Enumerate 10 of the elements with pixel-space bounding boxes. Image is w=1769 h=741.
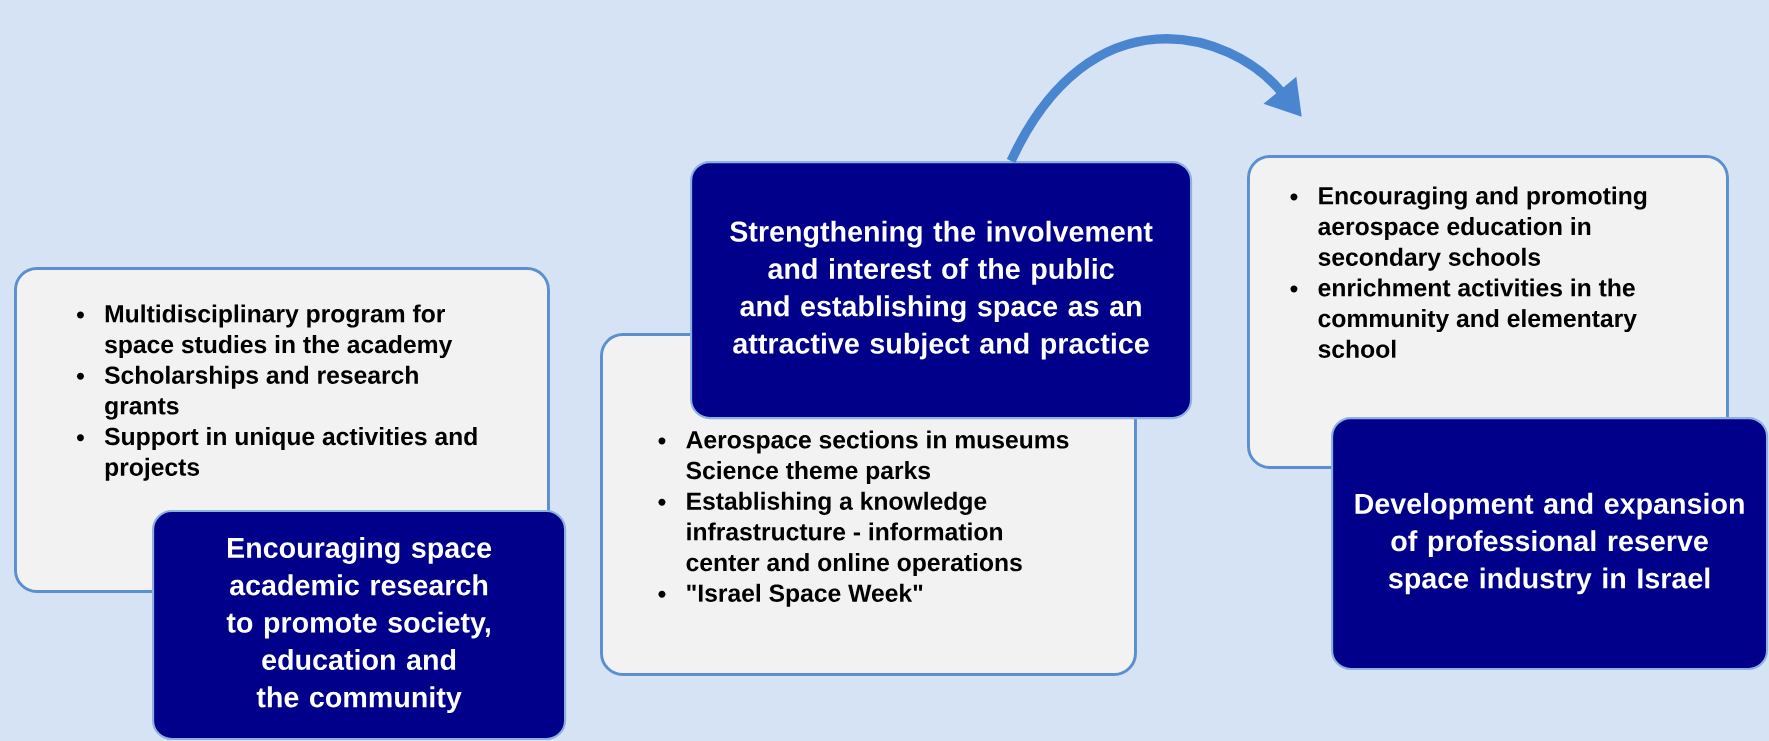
bullet-text: "Israel Space Week" xyxy=(687,583,923,607)
bullet-text: Support in unique activities and projects xyxy=(104,427,477,481)
bullet-text: enrichment activities in the community and elementary school xyxy=(1318,278,1637,358)
bullet-text: Multidisciplinary program for space studies in the academy xyxy=(104,304,453,359)
heading-box: Development and expansion of professional reserve space industry in Israel xyxy=(1331,417,1769,671)
bullet-text: Aerospace sections in museums Science theme parks xyxy=(686,430,1069,485)
heading-box: Strengthening the involvement and interest of the public and establishing space as an attractive subject and practice xyxy=(690,161,1193,420)
bullet-text: Scholarships and research grants xyxy=(104,365,418,420)
heading-box: Encouraging space academic research to promote society, education and the community xyxy=(152,510,567,741)
bullet-text: Establishing a knowledge infrastructure - information center and online operations xyxy=(686,491,1022,577)
